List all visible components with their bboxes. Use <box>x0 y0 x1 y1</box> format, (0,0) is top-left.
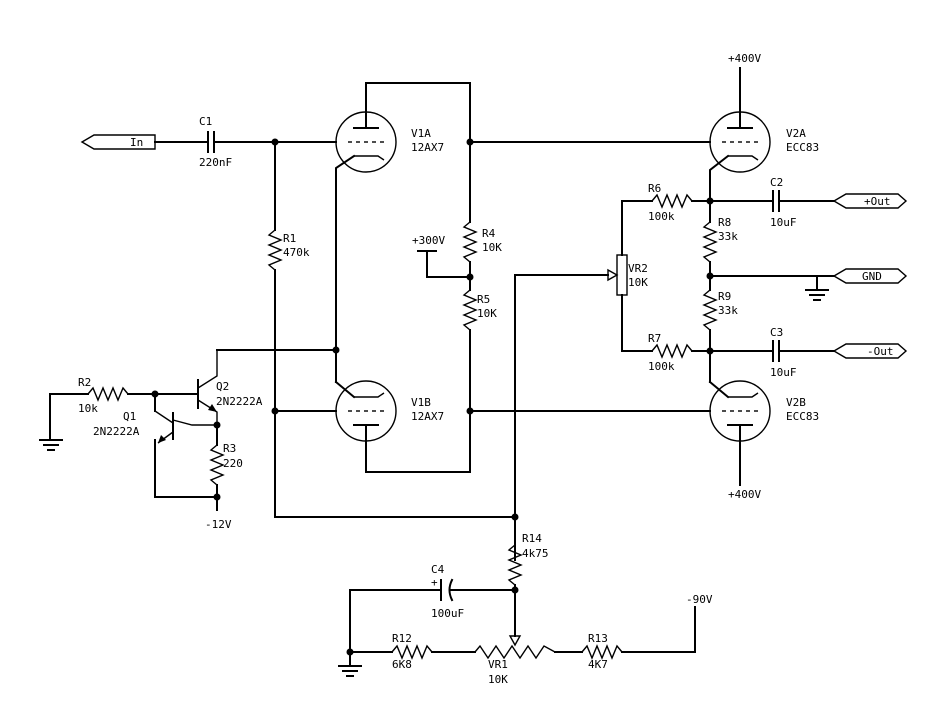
r14-resistor: R14 4k75 <box>507 516 549 637</box>
ground-symbol <box>805 275 829 301</box>
r4-value: 10K <box>482 241 502 254</box>
c3-ref: C3 <box>770 326 783 339</box>
plus300-label: +300V <box>412 234 445 247</box>
q1-transistor: Q1 2N2222A <box>93 393 218 498</box>
vr2-value: 10K <box>628 276 648 289</box>
v1b-value: 12AX7 <box>411 410 444 423</box>
q1-ref: Q1 <box>123 410 136 423</box>
minus-out-label: -Out <box>867 345 894 358</box>
r13-value: 4K7 <box>588 658 608 671</box>
r12-resistor: R12 6K8 <box>349 632 476 671</box>
v2b-supply: +400V <box>728 488 761 501</box>
r8-value: 33k <box>718 230 738 243</box>
v2b-tube: +400V V2B ECC83 <box>708 380 819 501</box>
r4-ref: R4 <box>482 227 496 240</box>
minus-out-port: -Out <box>832 343 908 359</box>
r13-ref: R13 <box>588 632 608 645</box>
gnd-port: GND <box>832 268 908 284</box>
r2-resistor: R2 10k <box>49 376 199 441</box>
minus12-supply: -12V <box>205 518 232 531</box>
q2-value: 2N2222A <box>216 395 263 408</box>
r12-ref: R12 <box>392 632 412 645</box>
q2-transistor: Q2 2N2222A <box>197 350 263 425</box>
r14-value: 4k75 <box>522 547 549 560</box>
r6-resistor: R6 100k <box>621 182 711 223</box>
v1b-ref: V1B <box>411 396 431 409</box>
r3-value: 220 <box>223 457 243 470</box>
c1-ref: C1 <box>199 115 212 128</box>
r13-resistor: R13 4K7 <box>554 606 696 671</box>
c1-capacitor: C1 220nF <box>154 115 337 169</box>
v2a-value: ECC83 <box>786 141 819 154</box>
q1-value: 2N2222A <box>93 425 140 438</box>
in-port: In <box>80 134 156 150</box>
r7-ref: R7 <box>648 332 661 345</box>
q2-ref: Q2 <box>216 380 229 393</box>
v1a-ref: V1A <box>411 127 431 140</box>
c4-capacitor: + C4 100uF <box>349 563 516 653</box>
r6-ref: R6 <box>648 182 661 195</box>
junction <box>466 273 474 281</box>
r3-resistor: R3 220 <box>209 424 243 511</box>
r1-value: 470k <box>283 246 310 259</box>
v2a-tube: +400V V2A ECC83 <box>709 52 819 223</box>
plus300-supply: +300V <box>412 234 471 278</box>
vr1-ref: VR1 <box>488 658 508 671</box>
r7-resistor: R7 100k <box>621 294 711 373</box>
r8-ref: R8 <box>718 216 731 229</box>
plus-out-label: +Out <box>864 195 891 208</box>
gnd-label: GND <box>862 270 882 283</box>
c4-ref: C4 <box>431 563 445 576</box>
junction <box>271 407 279 415</box>
c3-capacitor: C3 10uF <box>709 326 835 379</box>
minus90-supply: -90V <box>686 593 713 606</box>
r9-resistor: R9 33k <box>702 289 738 383</box>
junction <box>466 138 474 146</box>
in-port-label: In <box>130 136 143 149</box>
r1-resistor: R1 470k <box>267 141 310 518</box>
r2-value: 10k <box>78 402 98 415</box>
junction <box>213 493 221 501</box>
c3-value: 10uF <box>770 366 797 379</box>
r6-value: 100k <box>648 210 675 223</box>
v2b-value: ECC83 <box>786 410 819 423</box>
r1-ref: R1 <box>283 232 296 245</box>
r5-value: 10K <box>477 307 497 320</box>
r12-value: 6K8 <box>392 658 412 671</box>
r9-ref: R9 <box>718 290 731 303</box>
v2a-ref: V2A <box>786 127 806 140</box>
vr1-value: 10K <box>488 673 508 686</box>
v1a-value: 12AX7 <box>411 141 444 154</box>
plus-out-port: +Out <box>832 193 908 209</box>
r7-value: 100k <box>648 360 675 373</box>
v2b-ref: V2B <box>786 396 806 409</box>
r14-ref: R14 <box>522 532 542 545</box>
vr2-ref: VR2 <box>628 262 648 275</box>
r9-value: 33k <box>718 304 738 317</box>
v1b-tube: V1B 12AX7 <box>334 380 471 473</box>
v1a-tube: V1A 12AX7 <box>335 82 444 351</box>
c4-polarity: + <box>431 576 438 589</box>
r5-resistor: R5 10K <box>462 289 497 473</box>
vr1-potentiometer: VR1 10K <box>474 635 556 686</box>
c2-capacitor: C2 10uF <box>709 176 835 229</box>
v2a-supply: +400V <box>728 52 761 65</box>
r2-ref: R2 <box>78 376 91 389</box>
ground-symbol <box>39 439 63 451</box>
c2-ref: C2 <box>770 176 783 189</box>
ground-symbol <box>338 651 362 677</box>
c1-value: 220nF <box>199 156 232 169</box>
r3-ref: R3 <box>223 442 236 455</box>
r5-ref: R5 <box>477 293 490 306</box>
junction <box>466 407 474 415</box>
c2-value: 10uF <box>770 216 797 229</box>
c4-value: 100uF <box>431 607 464 620</box>
vr2-potentiometer: VR2 10K <box>514 254 648 296</box>
